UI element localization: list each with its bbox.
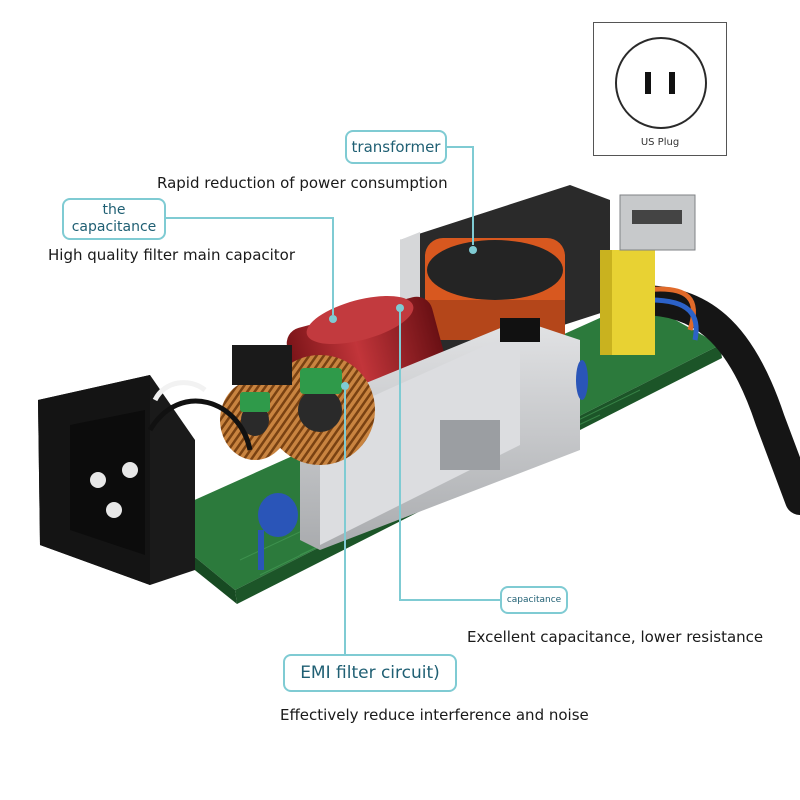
usb-port [619,194,696,251]
outlet-slot-left [645,72,651,94]
us-plug-label: US Plug [640,137,680,148]
black-inductor-block [232,345,292,385]
callout-leaders [165,146,500,658]
y-capacitor [600,250,655,355]
the-capacitance-description: High quality filter main capacitor [48,246,296,264]
outlet-slot-right [669,72,675,94]
capacitance-label: capacitance [500,586,568,614]
blue-capacitors [258,360,588,570]
transformer-description: Rapid reduction of power consumption [157,174,448,192]
us-plug-card: US Plug [593,22,727,156]
the-capacitance-line2: capacitance [71,219,157,235]
emi-filter-description: Effectively reduce interference and nois… [280,706,589,724]
outlet-icon [615,37,707,129]
the-capacitance-label: the capacitance [62,198,166,240]
metal-shield-plate [300,320,580,550]
transformer-component [400,185,610,365]
capacitance-description: Excellent capacitance, lower resistance [467,628,764,646]
transformer-label: transformer [345,130,447,164]
the-capacitance-line1: the [102,202,126,219]
emi-coils [220,355,375,465]
emi-filter-label: EMI filter circuit) [283,654,457,692]
output-cable [625,285,800,515]
black-chip [500,318,540,342]
ac-input-socket [38,375,253,585]
